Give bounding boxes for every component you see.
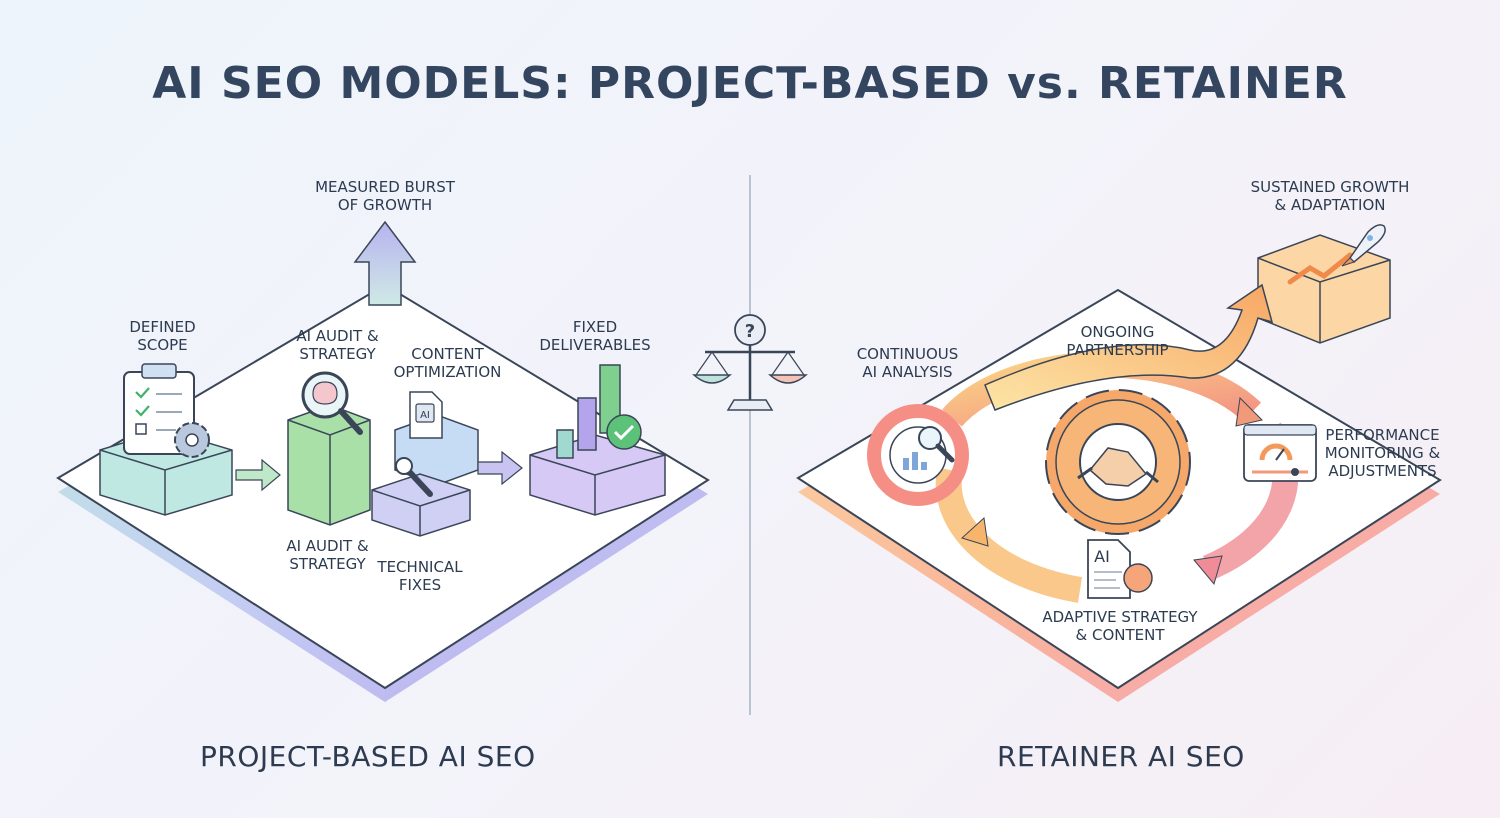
- handshake-icon: [1077, 447, 1159, 487]
- wrench-icon: [395, 457, 433, 497]
- label-adaptive-strategy: ADAPTIVE STRATEGY & CONTENT: [1042, 608, 1198, 644]
- arrow-icon: [235, 458, 281, 492]
- project-footer: PROJECT-BASED AI SEO: [200, 740, 536, 773]
- retainer-footer: RETAINER AI SEO: [997, 740, 1245, 773]
- label-measured-burst: MEASURED BURST OF GROWTH: [315, 178, 455, 214]
- chip-label: AI: [420, 410, 430, 421]
- bar-chart-icon: [556, 364, 621, 459]
- checkmark-icon: [606, 414, 642, 450]
- growth-burst-arrow: [353, 220, 417, 306]
- center-divider: [749, 175, 751, 715]
- dashboard-icon: [1243, 424, 1317, 482]
- gear-icon: [174, 422, 210, 458]
- ai-chip-icon: AI: [409, 391, 443, 439]
- label-technical-fixes: TECHNICAL FIXES: [377, 558, 463, 594]
- doc-label: AI: [1094, 547, 1110, 566]
- ai-document-icon: AI: [1087, 539, 1153, 599]
- label-fixed-deliverables: FIXED DELIVERABLES: [539, 318, 651, 354]
- svg-text:?: ?: [745, 321, 755, 342]
- label-ongoing-partnership: ONGOING PARTNERSHIP: [1066, 323, 1169, 359]
- label-ai-audit-top: AI AUDIT & STRATEGY: [296, 327, 379, 363]
- label-performance-monitoring: PERFORMANCE MONITORING & ADJUSTMENTS: [1324, 426, 1441, 480]
- growth-arrow: [984, 283, 1274, 411]
- arrow-icon: [477, 450, 523, 486]
- technical-fixes-block: [371, 473, 471, 537]
- analysis-magnifier-icon: [867, 404, 969, 506]
- label-continuous-analysis: CONTINUOUS AI ANALYSIS: [856, 345, 959, 381]
- rocket-icon: [1341, 224, 1386, 267]
- magnifier-brain-icon: [301, 371, 363, 435]
- label-content-optimization: CONTENT OPTIMIZATION: [393, 345, 502, 381]
- growth-block: [1257, 234, 1391, 344]
- label-sustained-growth: SUSTAINED GROWTH & ADAPTATION: [1250, 178, 1410, 214]
- balance-scale-icon: ?: [692, 314, 808, 411]
- label-ai-audit-bottom: AI AUDIT & STRATEGY: [286, 537, 369, 573]
- page-title: AI SEO MODELS: PROJECT-BASED vs. RETAINE…: [152, 58, 1348, 109]
- label-defined-scope: DEFINED SCOPE: [129, 318, 196, 354]
- ai-audit-block: [287, 404, 371, 526]
